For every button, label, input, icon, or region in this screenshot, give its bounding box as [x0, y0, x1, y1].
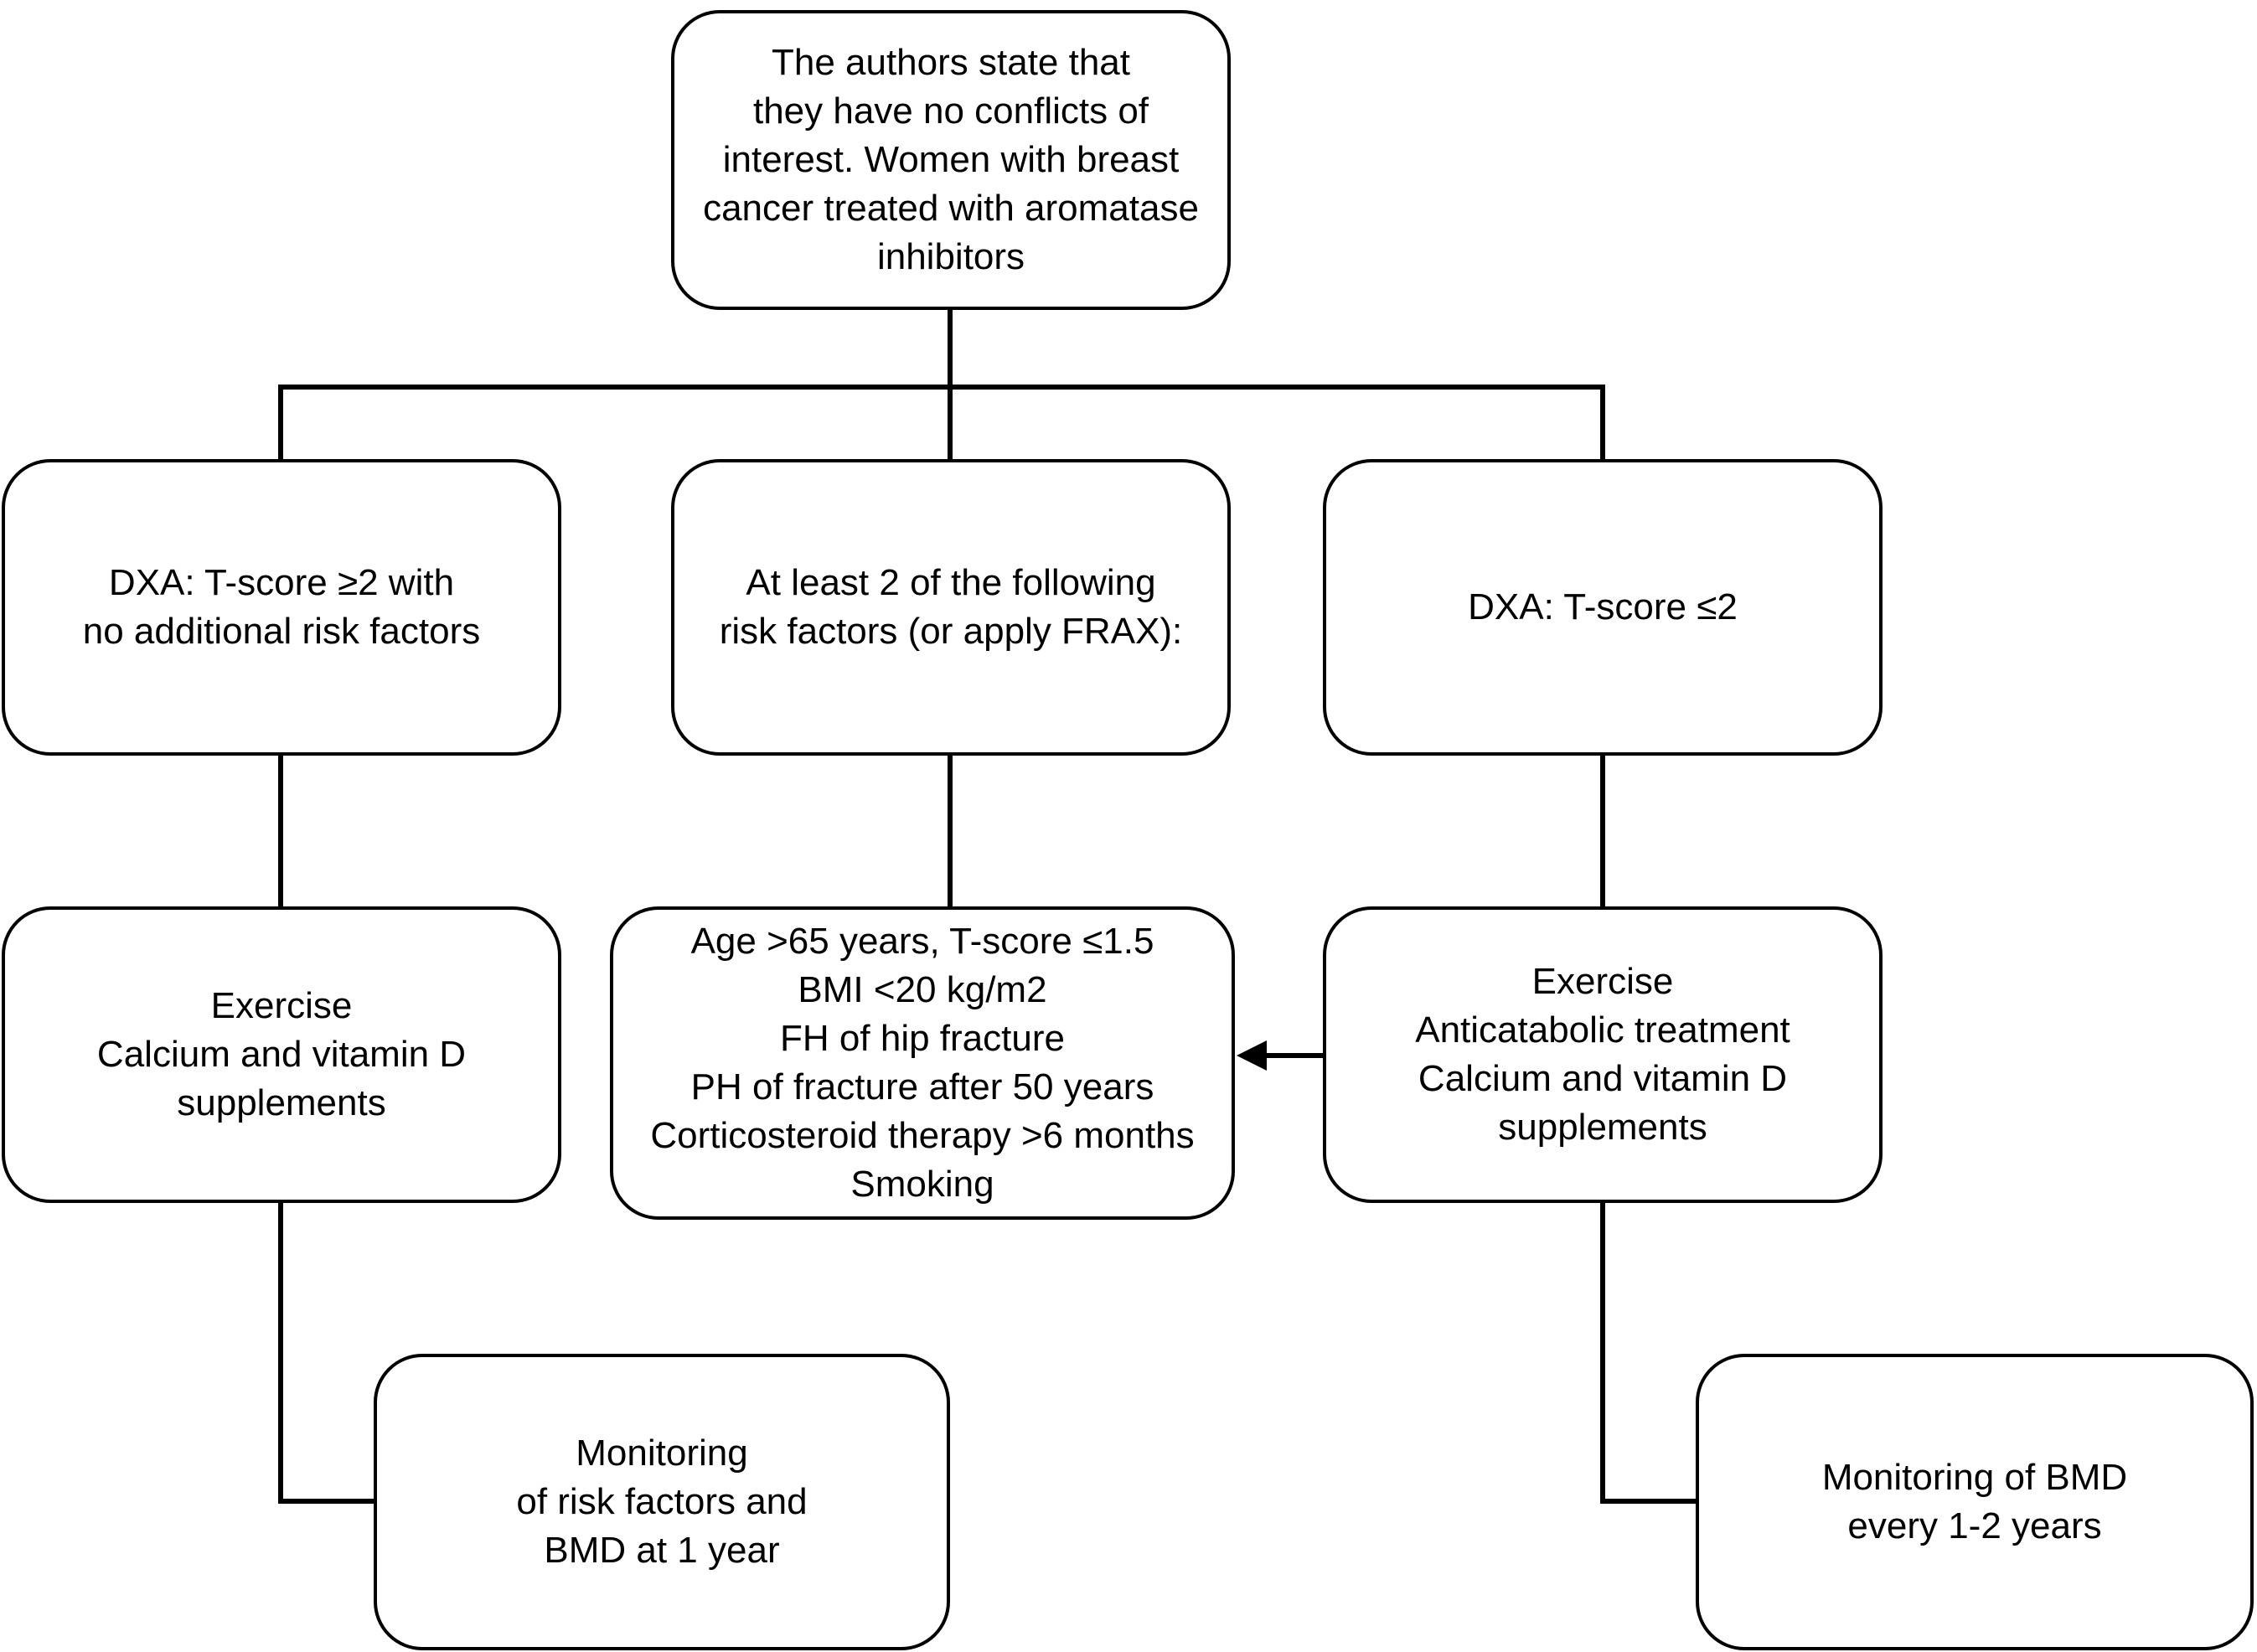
node-text: Monitoring of BMD [1821, 1457, 2128, 1498]
connector-exercise-to-monitoring-left [278, 1203, 374, 1504]
population-box: The authors state that they have no conf… [671, 10, 1231, 310]
arrowhead-icon [1237, 1040, 1267, 1071]
connector-exercise-to-monitoring-right [1600, 1203, 1696, 1504]
node-text: they have no conflicts of [752, 90, 1149, 132]
node-text: of risk factors and [516, 1481, 808, 1522]
node-text: Exercise [210, 985, 353, 1026]
node-text: BMI <20 kg/m2 [798, 969, 1047, 1010]
risk-criteria-box: At least 2 of the following risk factors… [671, 459, 1231, 756]
node-text: BMD at 1 year [544, 1530, 780, 1571]
connector-bus [278, 385, 1605, 459]
node-text: supplements [1498, 1107, 1707, 1148]
node-text: no additional risk factors [82, 611, 481, 652]
node-text: PH of fracture after 50 years [690, 1066, 1154, 1107]
node-text: FH of hip fracture [780, 1018, 1065, 1059]
node-text: Calcium and vitamin D [96, 1034, 467, 1075]
dxa-normal-box: DXA: T-score ≥2 with no additional risk … [2, 459, 561, 756]
node-text: Monitoring [576, 1433, 748, 1474]
node-text: Exercise [1531, 961, 1674, 1002]
node-text: Calcium and vitamin D [1418, 1058, 1788, 1099]
node-text: inhibitors [876, 236, 1025, 277]
node-text: Corticosteroid therapy >6 months [650, 1115, 1195, 1156]
risk-factors-list-box: Age >65 years, T-score ≤1.5 BMI <20 kg/m… [610, 906, 1235, 1220]
node-text: At least 2 of the following [746, 562, 1156, 603]
node-text: every 1-2 years [1847, 1505, 2102, 1546]
node-text: risk factors (or apply FRAX): [719, 611, 1183, 652]
node-text: Smoking [850, 1164, 994, 1205]
exercise-supplements-box: Exercise Calcium and vitamin D supplemen… [2, 906, 561, 1203]
node-text: Age >65 years, T-score ≤1.5 [690, 921, 1154, 962]
monitoring-bmd-box: Monitoring of BMD every 1-2 years [1696, 1354, 2254, 1650]
dxa-low-box: DXA: T-score ≤2 [1323, 459, 1883, 756]
monitoring-risk-factors-box: Monitoring of risk factors and BMD at 1 … [374, 1354, 950, 1650]
node-text: supplements [177, 1082, 386, 1123]
exercise-anticatabolic-box: Exercise Anticatabolic treatment Calcium… [1323, 906, 1883, 1203]
node-text: interest. Women with breast [722, 139, 1180, 180]
node-text: The authors state that [771, 42, 1131, 83]
node-text: DXA: T-score ≥2 with [108, 562, 455, 603]
node-text: DXA: T-score ≤2 [1468, 586, 1738, 627]
node-text: Anticatabolic treatment [1415, 1009, 1790, 1051]
node-text: cancer treated with aromatase [703, 188, 1199, 229]
